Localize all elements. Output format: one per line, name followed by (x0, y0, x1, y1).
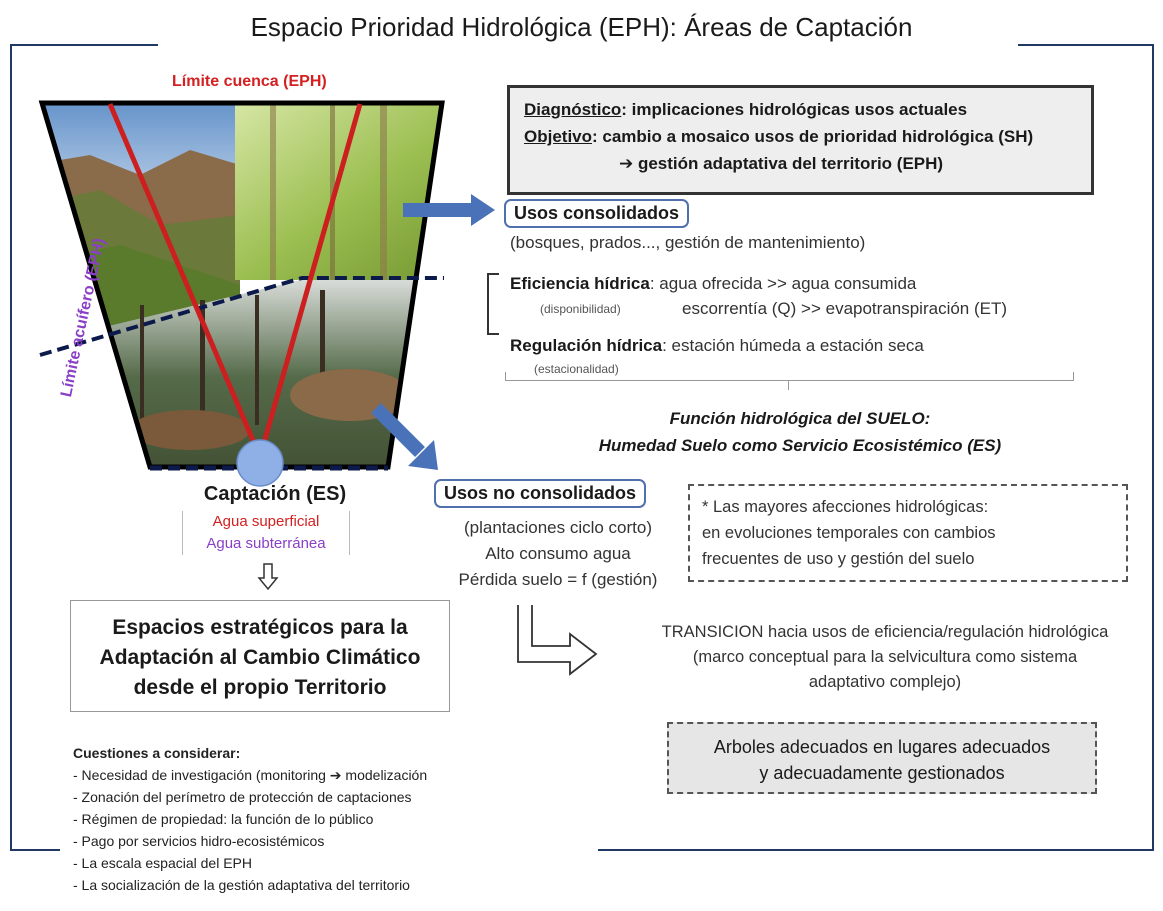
cuestiones-heading: Cuestiones a considerar: (73, 745, 241, 761)
objetivo-label: Objetivo (524, 127, 593, 146)
note-line1: * Las mayores afecciones hidrológicas: (702, 498, 989, 516)
transicion-line2: (marco conceptual para la selvicultura c… (692, 648, 1078, 666)
captacion-label: Captación (ES) (203, 483, 347, 505)
transicion-line1: TRANSICION hacia usos de eficiencia/regu… (661, 623, 1109, 641)
funcion-line2: Humedad Suelo como Servicio Ecosistémico… (598, 436, 1002, 455)
frame-right (1152, 44, 1154, 849)
arboles-line1: Arboles adecuados en lugares adecuados (713, 737, 1051, 757)
arboles-box: Arboles adecuados en lugares adecuados y… (667, 722, 1097, 794)
cuestion-item: - Pago por servicios hidro-ecosistémicos (73, 833, 325, 849)
diagnostico-label: Diagnóstico (524, 100, 622, 119)
usos-consolidados-detail: (bosques, prados..., gestión de mantenim… (510, 233, 866, 252)
eficiencia-line: Eficiencia hídrica: agua ofrecida >> agu… (510, 274, 916, 294)
objetivo-text: : cambio a mosaico usos de prioridad hid… (592, 127, 1034, 146)
usos-no-consolidados-label: Usos no consolidados (434, 479, 647, 508)
espacios-line3: desde el propio Territorio (133, 676, 387, 699)
note-line3: frecuentes de uso y gestión del suelo (702, 550, 975, 568)
cuestion-item: - Régimen de propiedad: la función de lo… (73, 811, 374, 827)
plantaciones-line: (plantaciones ciclo corto) (463, 518, 653, 537)
cuestion-item: - La escala espacial del EPH (73, 855, 252, 871)
perdida-line: Pérdida suelo = f (gestión) (458, 570, 658, 589)
regulacion-label: Regulación hídrica (510, 336, 663, 355)
frame-top-right (1018, 44, 1153, 46)
agua-box: Agua superficial Agua subterránea (182, 511, 350, 555)
espacios-line1: Espacios estratégicos para la (112, 616, 408, 639)
funcion-hidrologica: Función hidrológica del SUELO: Humedad S… (470, 405, 1130, 459)
brace-tick (788, 380, 789, 390)
arboles-line2: y adecuadamente gestionados (759, 763, 1005, 783)
cuestion-item: - Necesidad de investigación (monitoring… (73, 767, 428, 783)
estacionalidad-label: (estacionalidad) (534, 362, 619, 376)
diagnostico-text: : implicaciones hidrológicas usos actual… (621, 100, 968, 119)
diagnostico-box: Diagnóstico: implicaciones hidrológicas … (507, 85, 1094, 195)
agua-superficial: Agua superficial (212, 513, 320, 530)
agua-subterranea: Agua subterránea (206, 535, 326, 552)
regulacion-brace (505, 372, 1074, 381)
arrow-down-right-icon (371, 403, 438, 470)
afecciones-note: * Las mayores afecciones hidrológicas: e… (688, 484, 1128, 582)
frame-top-left (10, 44, 158, 46)
eficiencia-text1: : agua ofrecida >> agua consumida (649, 274, 917, 293)
eficiencia-label: Eficiencia hídrica (510, 274, 650, 293)
frame-bottom-left (10, 849, 60, 851)
regulacion-text: : estación húmeda a estación seca (662, 336, 924, 355)
arrow-down-icon (257, 563, 279, 591)
cuestion-item: - Zonación del perímetro de protección d… (73, 789, 412, 805)
cuestiones-list: Cuestiones a considerar: - Necesidad de … (73, 742, 427, 896)
espacios-line2: Adaptación al Cambio Climático (99, 646, 421, 669)
transicion-text: TRANSICION hacia usos de eficiencia/regu… (600, 620, 1163, 695)
frame-bottom-right (598, 849, 1154, 851)
eficiencia-text2: escorrentía (Q) >> evapotranspiración (E… (682, 299, 1008, 318)
transicion-line3: adaptativo complejo) (808, 673, 962, 691)
note-line2: en evoluciones temporales con cambios (702, 524, 996, 542)
regulacion-line: Regulación hídrica: estación húmeda a es… (510, 336, 924, 356)
usos-no-consolidados-detail: (plantaciones ciclo corto) Alto consumo … (438, 515, 678, 593)
page-title: Espacio Prioridad Hidrológica (EPH): Áre… (250, 12, 913, 42)
disponibilidad-label: (disponibilidad) (540, 302, 621, 316)
usos-consolidados-label: Usos consolidados (504, 199, 690, 228)
arrow-right-icon (403, 194, 495, 226)
consumo-line: Alto consumo agua (485, 544, 631, 563)
limite-cuenca-label: Límite cuenca (EPH) (172, 73, 327, 90)
transition-arrow-icon (517, 605, 598, 676)
watershed-illustration (38, 100, 445, 487)
eficiencia-bracket (487, 273, 499, 335)
gestion-line: ➔ gestión adaptativa del territorio (EPH… (619, 154, 944, 173)
cuestion-item: - La socialización de la gestión adaptat… (73, 877, 410, 893)
espacios-estrategicos-box: Espacios estratégicos para la Adaptación… (70, 600, 450, 712)
frame-left (10, 44, 12, 849)
funcion-line1: Función hidrológica del SUELO: (669, 409, 931, 428)
